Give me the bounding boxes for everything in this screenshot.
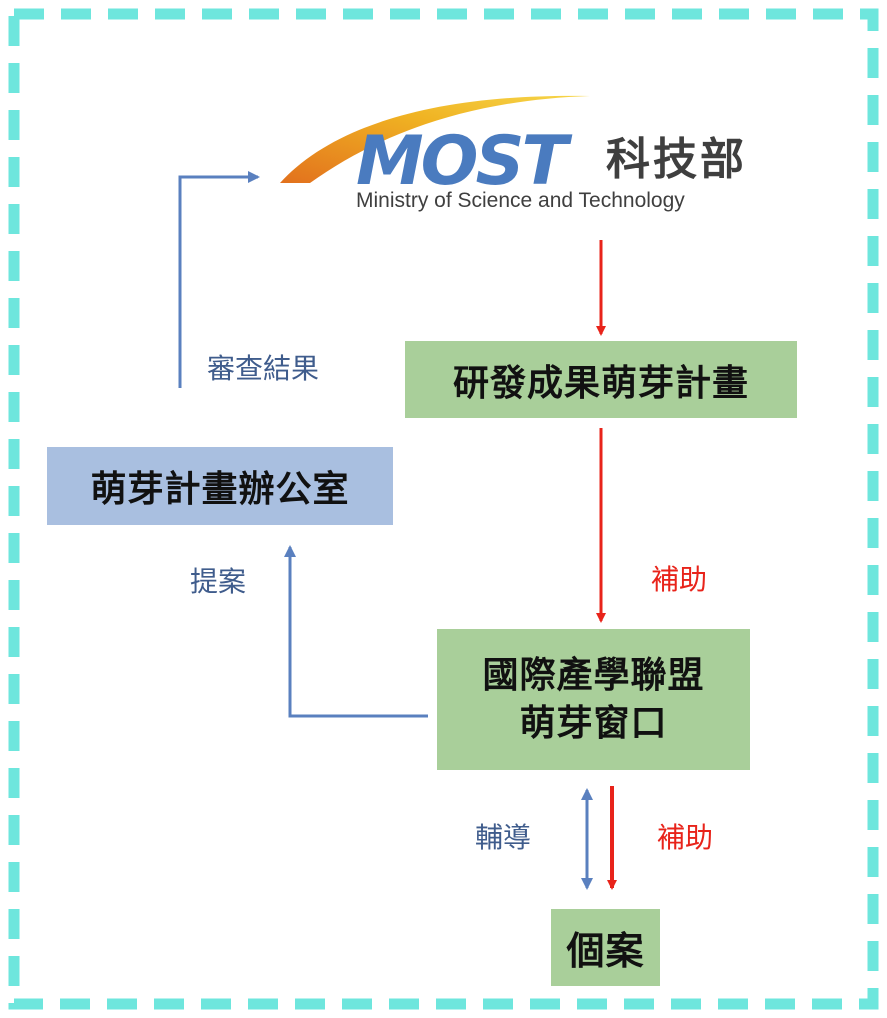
window-box: 國際產學聯盟 萌芽窗口 (437, 629, 750, 770)
proposal-label: 提案 (190, 565, 247, 598)
plan-box: 研發成果萌芽計畫 (405, 341, 797, 418)
subsidy-label-plan: 補助 (651, 563, 708, 596)
logo-name-en: Ministry of Science and Technology (356, 189, 685, 212)
office-box: 萌芽計畫辦公室 (47, 447, 393, 525)
guidance-label: 輔導 (475, 821, 532, 854)
review-result-label: 審查結果 (207, 352, 320, 385)
logo-wordmark: MOST (356, 122, 568, 201)
window-box-line1: 國際產學聯盟 (482, 654, 705, 696)
subsidy-label-case: 補助 (657, 821, 714, 854)
window-box-line2: 萌芽窗口 (519, 702, 668, 744)
arrow-proposal (284, 545, 428, 718)
logo-name-cn: 科技部 (606, 134, 747, 185)
case-box: 個案 (551, 909, 660, 986)
swoosh-icon (280, 95, 590, 183)
arrow-review-result (178, 171, 260, 388)
